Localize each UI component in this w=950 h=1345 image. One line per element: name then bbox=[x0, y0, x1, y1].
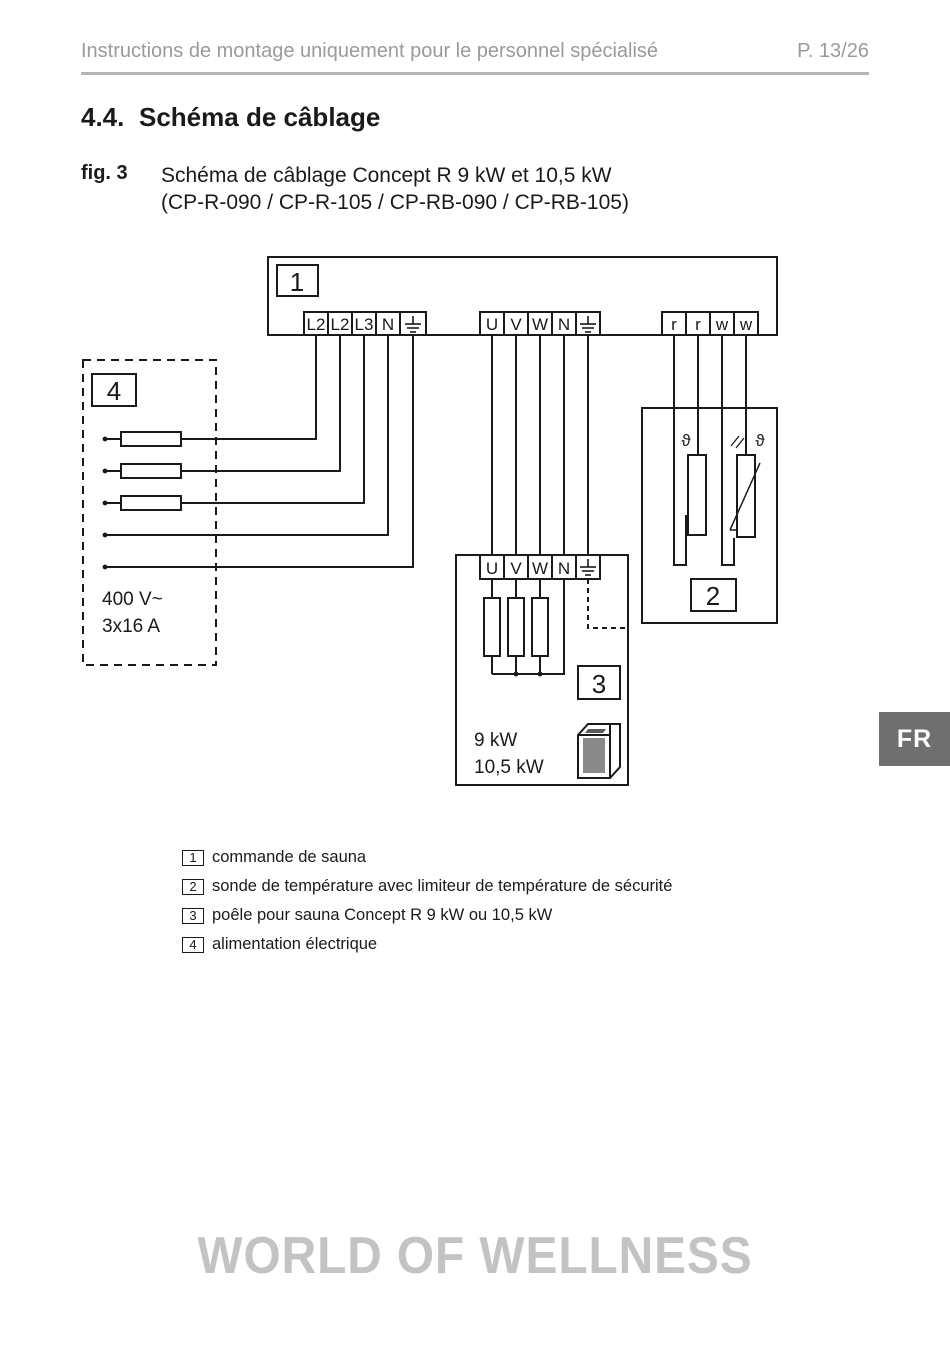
sauna-stove-icon bbox=[577, 723, 621, 779]
legend-item: 1 commande de sauna bbox=[182, 843, 672, 872]
heat-arrows-icon bbox=[730, 435, 745, 449]
header-divider bbox=[81, 72, 869, 75]
supply-voltage-label: 400 V~ bbox=[102, 589, 163, 610]
legend-number: 1 bbox=[182, 849, 204, 866]
box1-number: 1 bbox=[290, 267, 304, 297]
figure-caption: Schéma de câblage Concept R 9 kW et 10,5… bbox=[161, 162, 629, 216]
legend-number: 4 bbox=[182, 936, 204, 953]
terminal-V: V bbox=[510, 315, 522, 334]
legend-item: 3 poêle pour sauna Concept R 9 kW ou 10,… bbox=[182, 901, 672, 930]
footer-brand: WORLD OF WELLNESS bbox=[197, 1227, 753, 1285]
terminal-N: N bbox=[382, 315, 394, 334]
control-supply-terminal-block: L2 L2 L3 N bbox=[303, 311, 427, 336]
box1-number-frame bbox=[276, 264, 319, 297]
wiring-diagram: 1 L2 L2 L3 N U V W N bbox=[82, 256, 778, 786]
diagram-legend: 1 commande de sauna 2 sonde de températu… bbox=[182, 843, 672, 959]
terminal-L2-b: L2 bbox=[331, 315, 350, 334]
earth-icon bbox=[405, 316, 421, 333]
terminal-L3: L3 bbox=[355, 315, 374, 334]
control-sensor-terminal-block: r r w w bbox=[661, 311, 759, 336]
heater-terminal-W: W bbox=[532, 559, 548, 578]
terminal-N-heater: N bbox=[558, 315, 570, 334]
legend-item: 4 alimentation électrique bbox=[182, 930, 672, 959]
sensor-wiring bbox=[673, 335, 747, 566]
control-heater-terminal-block: U V W N bbox=[479, 311, 601, 336]
heater-terminal-V: V bbox=[510, 559, 522, 578]
legend-number: 3 bbox=[182, 907, 204, 924]
supply-fuse-label: 3x16 A bbox=[102, 616, 160, 637]
figure-label: fig. 3 bbox=[81, 162, 128, 184]
box4-number-frame bbox=[91, 373, 137, 407]
heater-terminal-N: N bbox=[558, 559, 570, 578]
temperature-symbol-1: ϑ bbox=[681, 431, 691, 450]
fuse-3 bbox=[120, 495, 182, 511]
heater-terminal-block: U V W N bbox=[479, 554, 601, 580]
temperature-sensor-element bbox=[687, 454, 707, 536]
earth-icon bbox=[580, 316, 596, 333]
thermistor-slash bbox=[729, 462, 761, 531]
limiter-sensor-element bbox=[736, 454, 756, 538]
supply-wiring bbox=[102, 335, 414, 570]
section-title: Schéma de câblage bbox=[139, 102, 381, 132]
box4-number: 4 bbox=[107, 376, 121, 406]
heater-power-2: 10,5 kW bbox=[474, 757, 544, 778]
terminal-L2-a: L2 bbox=[307, 315, 326, 334]
power-supply-box bbox=[82, 359, 217, 666]
fuse-1 bbox=[120, 431, 182, 447]
terminal-r-b: r bbox=[695, 315, 701, 334]
terminal-U: U bbox=[486, 315, 498, 334]
earth-dashed-wire bbox=[587, 579, 628, 629]
heating-elements bbox=[483, 579, 565, 677]
box2-number-frame bbox=[690, 578, 737, 612]
heater-wiring bbox=[491, 335, 589, 555]
terminal-w-a: w bbox=[715, 315, 729, 334]
header-title: Instructions de montage uniquement pour … bbox=[81, 40, 659, 62]
box2-number: 2 bbox=[706, 581, 720, 611]
legend-text: poêle pour sauna Concept R 9 kW ou 10,5 … bbox=[212, 906, 553, 924]
terminal-W: W bbox=[532, 315, 548, 334]
legend-text: commande de sauna bbox=[212, 848, 367, 866]
terminal-r-a: r bbox=[671, 315, 677, 334]
temperature-sensor-box bbox=[641, 407, 778, 624]
language-tab[interactable]: FR bbox=[879, 712, 950, 766]
earth-icon bbox=[580, 559, 596, 576]
legend-number: 2 bbox=[182, 878, 204, 895]
legend-text: sonde de température avec limiteur de te… bbox=[212, 877, 673, 895]
legend-item: 2 sonde de température avec limiteur de … bbox=[182, 872, 672, 901]
terminal-w-b: w bbox=[739, 315, 753, 334]
fuse-2 bbox=[120, 463, 182, 479]
temperature-symbol-2: ϑ bbox=[755, 431, 765, 450]
box3-number-frame bbox=[577, 665, 621, 700]
page-number: P. 13/26 bbox=[797, 40, 869, 62]
legend-text: alimentation électrique bbox=[212, 935, 378, 953]
heater-terminal-U: U bbox=[486, 559, 498, 578]
box3-number: 3 bbox=[592, 669, 606, 699]
section-heading: 4.4. Schéma de câblage bbox=[81, 102, 380, 133]
figure-caption-line1: Schéma de câblage Concept R 9 kW et 10,5… bbox=[161, 164, 612, 187]
figure-caption-line2: (CP-R-090 / CP-R-105 / CP-RB-090 / CP-RB… bbox=[161, 191, 629, 214]
section-number: 4.4. bbox=[81, 102, 125, 132]
heater-power-1: 9 kW bbox=[474, 730, 517, 751]
